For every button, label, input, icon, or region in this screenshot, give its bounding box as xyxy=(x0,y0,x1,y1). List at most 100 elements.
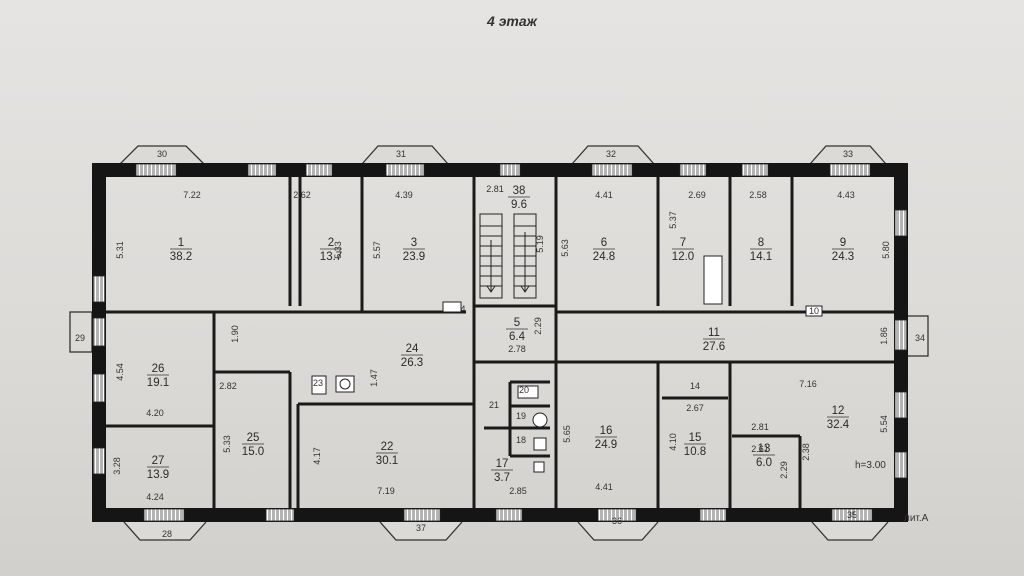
window-number-29: 29 xyxy=(75,333,85,343)
height-note: h=3.00 xyxy=(855,460,886,471)
dimension-33: 4.10 xyxy=(668,433,678,451)
room-number-20: 20 xyxy=(519,385,529,395)
dimension-28: 2.61 xyxy=(751,444,769,454)
room-number-21: 21 xyxy=(489,400,499,410)
room-area-5: 6.4 xyxy=(509,331,526,343)
room-number-26: 26 xyxy=(152,363,165,375)
dimension-1: 2.62 xyxy=(293,190,311,200)
room-area-11: 27.6 xyxy=(703,341,725,353)
room-number-25: 25 xyxy=(247,432,260,444)
dimension-38: 4.41 xyxy=(595,482,613,492)
bay-35 xyxy=(811,521,889,541)
dimension-26: 2.67 xyxy=(686,403,704,413)
dimension-30: 2.29 xyxy=(779,461,789,479)
lit-label: лит.А xyxy=(904,513,929,524)
dimension-2: 4.39 xyxy=(395,190,413,200)
room-number-38: 38 xyxy=(513,185,526,197)
room-number-24: 24 xyxy=(406,343,419,355)
room-area-6: 24.8 xyxy=(593,251,615,263)
room-number-17: 17 xyxy=(496,458,509,470)
room-number-4: 4 xyxy=(460,304,465,314)
room-number-22: 22 xyxy=(381,441,394,453)
window-number-28: 28 xyxy=(162,529,172,539)
small-squares xyxy=(442,255,823,317)
bay-28 xyxy=(123,521,207,541)
room-area-16: 24.9 xyxy=(595,439,617,451)
room-area-2: 13.7 xyxy=(320,251,342,263)
room-area-12: 32.4 xyxy=(827,419,850,431)
room-area-22: 30.1 xyxy=(376,455,398,467)
room-area-3: 23.9 xyxy=(403,251,425,263)
room-area-15: 10.8 xyxy=(684,446,706,458)
room-number-15: 15 xyxy=(689,432,702,444)
room-area-38: 9.6 xyxy=(511,199,527,211)
dimension-0: 7.22 xyxy=(183,190,201,200)
dimension-12: 5.37 xyxy=(668,211,678,229)
bay-32 xyxy=(571,145,655,165)
window-number-33: 33 xyxy=(843,149,853,159)
room-area-9: 24.3 xyxy=(832,251,854,263)
window-number-32: 32 xyxy=(606,149,616,159)
room-number-16: 16 xyxy=(600,425,613,437)
dimension-7: 4.43 xyxy=(837,190,855,200)
room-number-23: 23 xyxy=(313,378,323,388)
dimension-37: 2.85 xyxy=(509,486,527,496)
floor-title: 4 этаж xyxy=(486,13,538,29)
room-area-25: 15.0 xyxy=(242,446,264,458)
window-number-34: 34 xyxy=(915,333,925,343)
bay-30 xyxy=(119,145,205,165)
dimension-17: 2.78 xyxy=(508,344,526,354)
dimension-34: 5.54 xyxy=(879,415,889,433)
bay-36 xyxy=(577,521,659,541)
room-number-7: 7 xyxy=(680,237,686,249)
dimension-23: 4.20 xyxy=(146,408,164,418)
room-area-27: 13.9 xyxy=(147,469,169,481)
bay-37 xyxy=(379,521,463,541)
room-area-1: 38.2 xyxy=(170,251,192,263)
room-number-2: 2 xyxy=(328,237,334,249)
bay-33 xyxy=(809,145,887,165)
window-number-35: 35 xyxy=(847,510,857,520)
room-number-6: 6 xyxy=(601,237,607,249)
dimension-31: 3.28 xyxy=(112,457,122,475)
dimension-22: 7.16 xyxy=(799,379,817,389)
room-number-11: 11 xyxy=(708,327,720,339)
room-area-8: 14.1 xyxy=(750,251,772,263)
room-number-1: 1 xyxy=(178,237,184,249)
dimension-11: 5.63 xyxy=(560,239,570,257)
room-number-27: 27 xyxy=(152,455,165,467)
room-area-7: 12.0 xyxy=(672,251,694,263)
sanitary-fixtures xyxy=(311,375,548,473)
room-number-19: 19 xyxy=(516,411,526,421)
dimension-35: 4.24 xyxy=(146,492,164,502)
room-number-10: 10 xyxy=(809,306,819,316)
room-number-3: 3 xyxy=(411,237,417,249)
bay-31 xyxy=(361,145,449,165)
dimension-4: 4.41 xyxy=(595,190,613,200)
room-labels: 138.2213.7323.956.4624.8712.0814.1924.31… xyxy=(147,185,854,484)
dimension-5: 2.69 xyxy=(688,190,706,200)
room-number-18: 18 xyxy=(516,435,526,445)
room-area-13: 6.0 xyxy=(756,457,772,469)
dimension-27: 2.81 xyxy=(751,422,769,432)
dimension-6: 2.58 xyxy=(749,190,767,200)
dimension-18: 1.86 xyxy=(879,327,889,345)
dimension-24: 5.33 xyxy=(222,435,232,453)
room-area-24: 26.3 xyxy=(401,357,423,369)
window-number-37: 37 xyxy=(416,523,426,533)
dimension-19: 4.54 xyxy=(115,363,125,381)
window-number-31: 31 xyxy=(396,149,406,159)
dimension-9: 5.33 xyxy=(333,241,343,259)
room-number-12: 12 xyxy=(832,405,845,417)
dimension-16: 2.29 xyxy=(533,317,543,335)
interior-walls xyxy=(106,177,894,508)
stairwell xyxy=(479,213,537,299)
room-number-14: 14 xyxy=(690,381,700,391)
room-number-13: 13 xyxy=(758,443,771,455)
dimension-15: 1.90 xyxy=(230,325,240,343)
dimension-25: 5.65 xyxy=(562,425,572,443)
